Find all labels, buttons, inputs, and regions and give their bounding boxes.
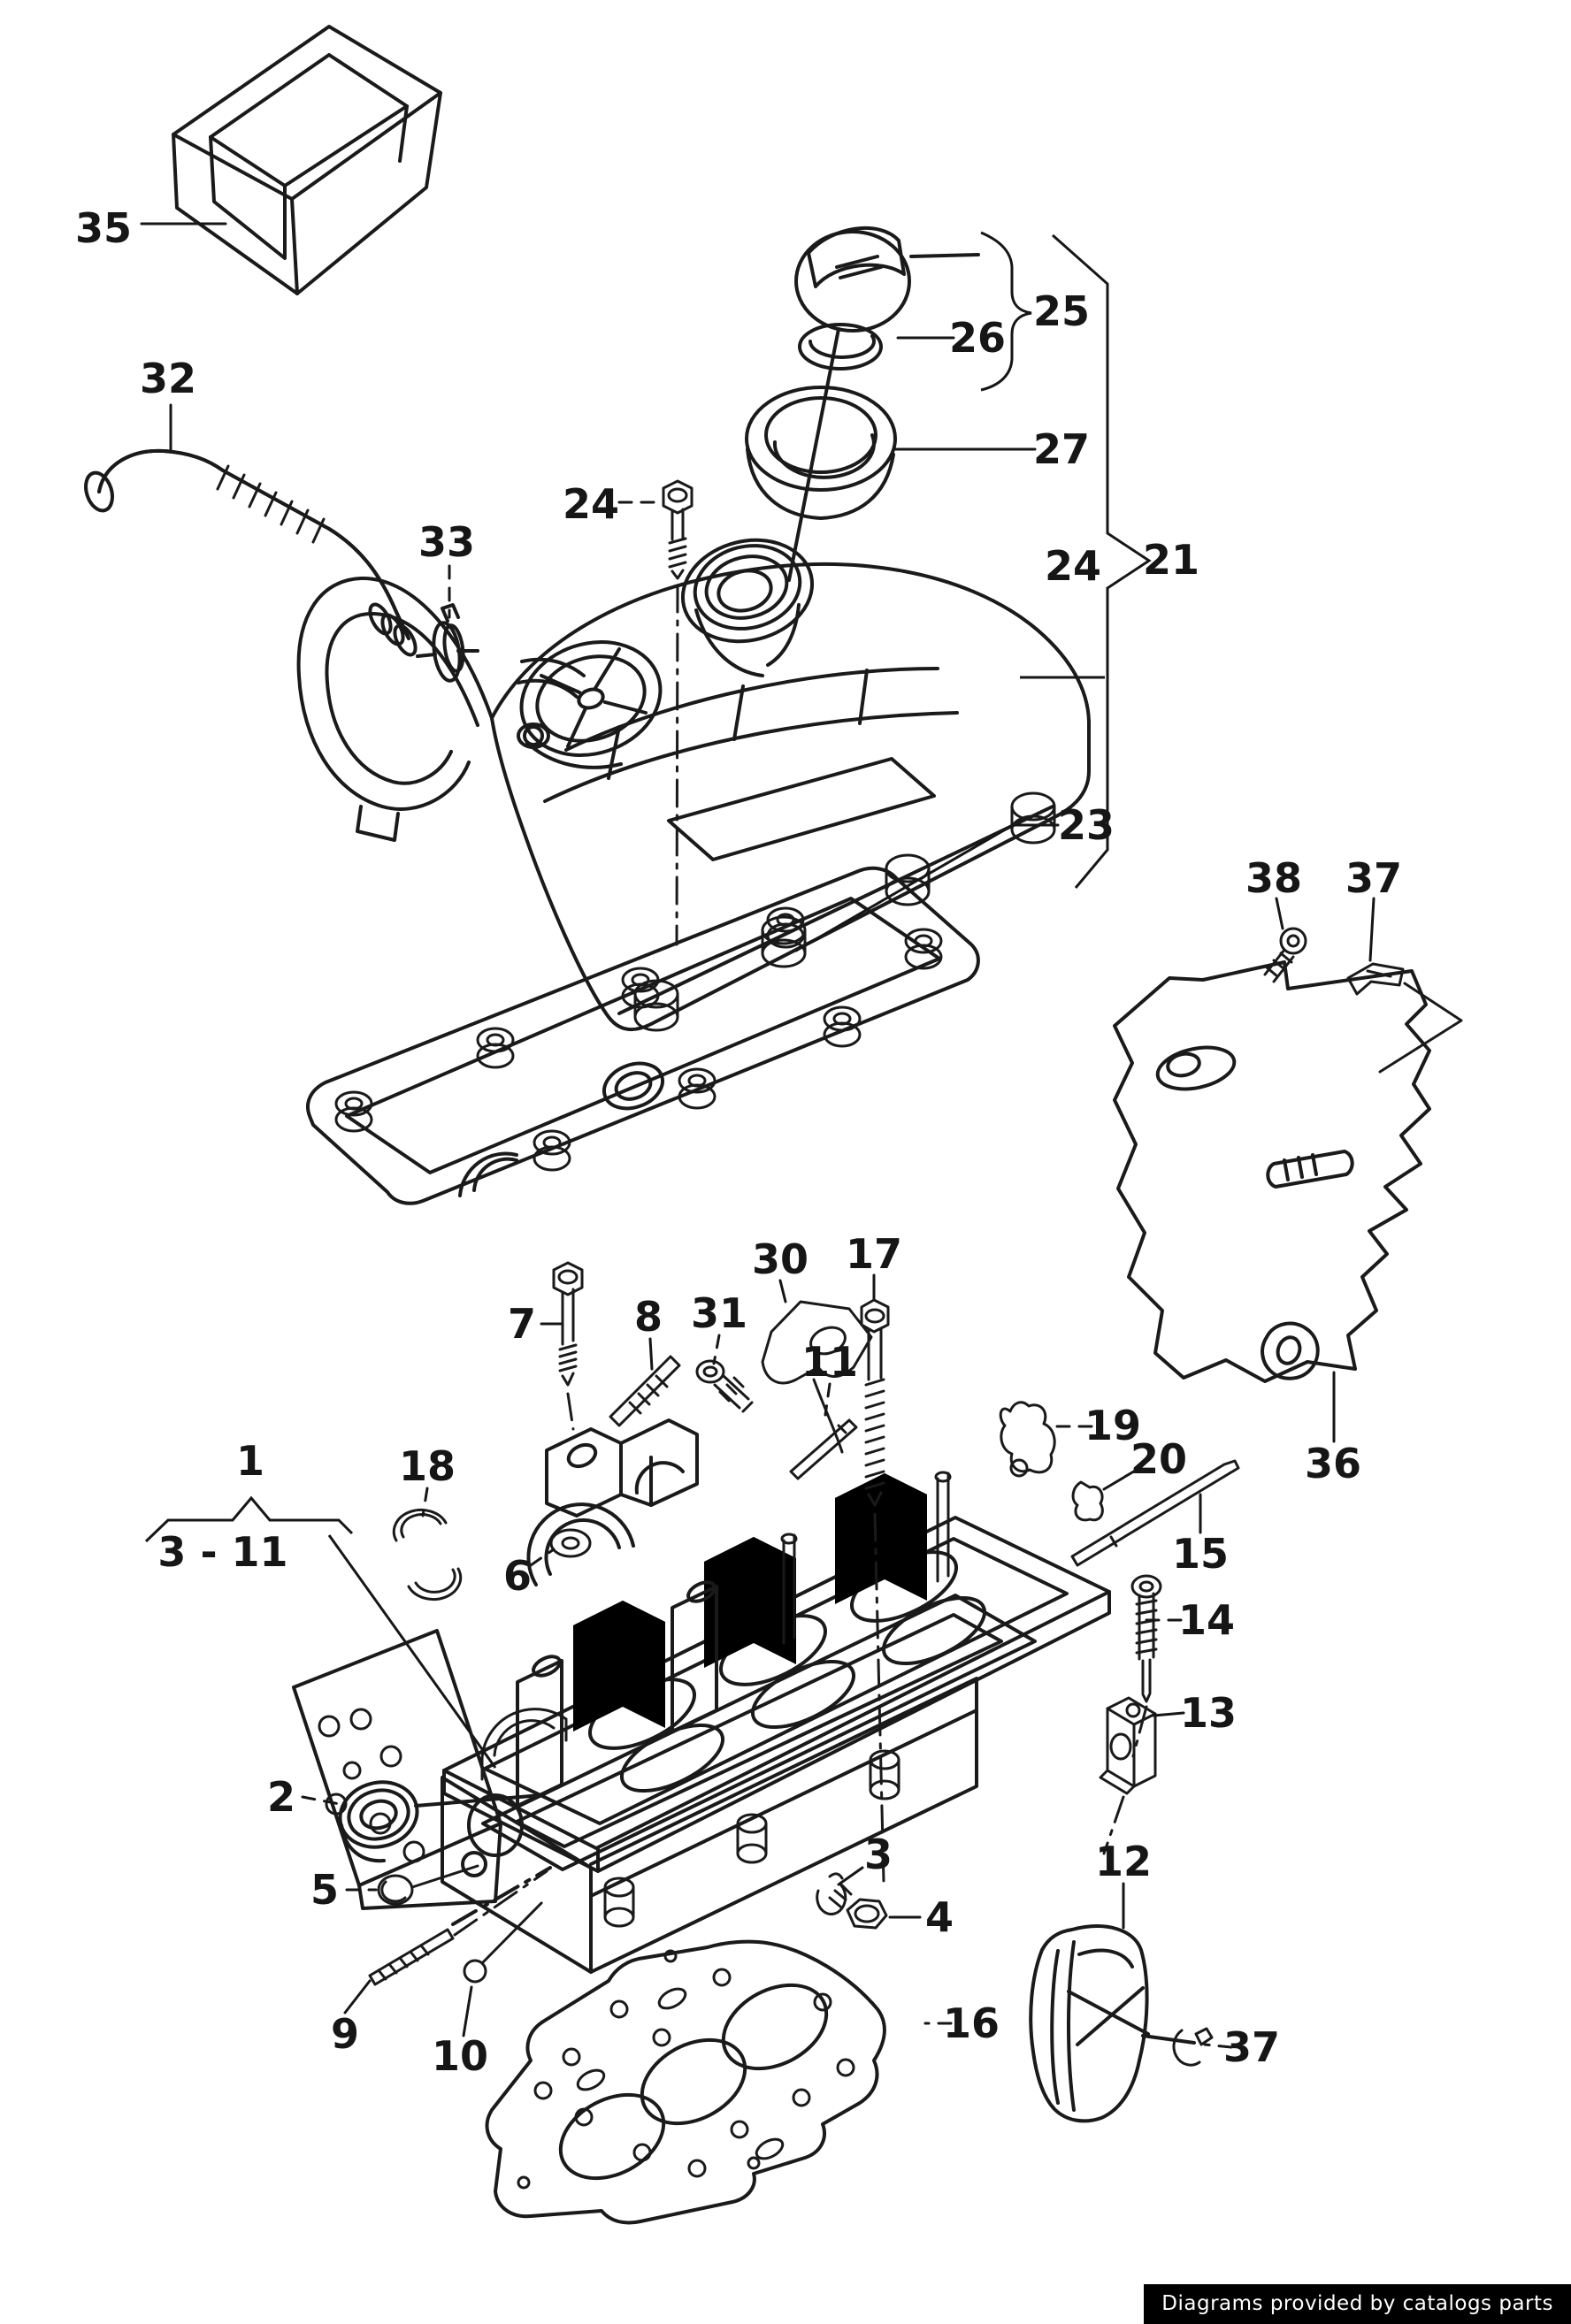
head-bolt-17 [860,1298,890,1884]
rear-cover-plate [1113,960,1431,1383]
rod-15 [1070,1459,1240,1567]
plate-screw [1263,927,1307,983]
sealing-cap-20 [1071,1480,1104,1522]
screw-14 [1130,1574,1162,1758]
washer-3 [816,1872,847,1915]
callout-c2: 2 [267,1773,295,1821]
callout-c16: 16 [943,1999,1000,2047]
head-gasket [485,1939,886,2225]
callout-c10: 10 [432,2032,488,2080]
callout-c36: 36 [1305,1440,1361,1487]
leader-c23 [794,823,1060,952]
ball-10 [463,1901,543,1984]
seal-washer-6 [549,1528,592,1558]
callout-c21: 21 [1143,536,1199,584]
dowel-pin-11 [789,1418,858,1480]
breather-hose [84,448,418,657]
callout-c17: 17 [846,1230,902,1278]
callout-c7: 7 [508,1300,536,1348]
bracket-30 [761,1300,873,1454]
callout-c5: 5 [310,1866,339,1914]
oil-filler-cap [787,226,980,582]
sealing-plug [377,1864,479,1906]
cover-gasket [306,866,980,1205]
callout-c35: 35 [75,204,132,252]
leader-c11 [824,1382,831,1417]
leader-c37b [1203,2043,1233,2049]
bearing-saddle [526,1418,699,1586]
insulation-tray [172,25,442,295]
retaining-clip-bottom [1172,2027,1214,2067]
cylinder-head [292,1580,1037,1974]
small-cover-12 [1029,1924,1196,2123]
callout-c27: 27 [1033,425,1090,473]
callout-c12: 12 [1095,1838,1152,1885]
cover-bolt [662,479,694,946]
hose-clamp [416,603,479,683]
callout-c23: 23 [1058,801,1115,849]
leader-c20 [1102,1468,1138,1491]
group-bracket-21 [1020,233,1152,889]
bolt-4 [828,1884,888,1930]
callout-c33: 33 [418,518,475,566]
callout-c26: 26 [949,314,1006,362]
callout-c19: 19 [1084,1402,1141,1449]
leader-c38 [1275,897,1284,930]
leader-c2 [301,1795,341,1806]
callout-c1: 1 [236,1437,264,1485]
callout-c8: 8 [634,1293,663,1341]
callout-c14: 14 [1178,1596,1235,1644]
callout-c20: 20 [1130,1435,1187,1483]
leader-c18 [421,1487,429,1517]
callout-c38: 38 [1245,854,1302,902]
callout-c4: 4 [925,1893,954,1941]
callout-c31: 31 [691,1289,747,1337]
callout-c9: 9 [331,2010,359,2058]
callout-c3: 3 [864,1831,893,1878]
carrier-bolt-7 [552,1261,584,1431]
leader-c6 [529,1548,556,1567]
callout-c25: 25 [1033,287,1090,335]
watermark-banner: Diagrams provided by catalogs parts [1144,2284,1571,2324]
leader-c31 [712,1334,721,1365]
stud-8 [609,1355,681,1427]
leader-c37a [1368,897,1376,962]
leader-c3 [837,1866,864,1886]
callout-c13: 13 [1180,1689,1237,1737]
callout-c24a: 24 [563,480,619,528]
support-block-13 [1099,1696,1157,1855]
callout-c30: 30 [752,1235,808,1283]
leader-c9 [343,1979,372,2014]
leader-c30 [778,1279,787,1303]
leader-c13 [1152,1711,1185,1717]
bearing-shell-18 [392,1508,463,1602]
screw-31 [695,1359,754,1413]
callout-c15: 15 [1172,1530,1229,1578]
callout-c11: 11 [801,1338,858,1386]
sealing-cap-19 [999,1401,1056,1478]
camshaft-carrier [442,1471,1111,1873]
stud-9 [368,1869,548,1986]
group-brace-25 [980,231,1032,392]
callout-c37b: 37 [1223,2023,1280,2071]
camshaft-seal [338,1780,543,1863]
retaining-clip-top [1346,962,1463,1074]
leader-c10 [462,1985,473,2037]
callout-c32: 32 [140,355,196,402]
filler-seal-ring [745,386,897,520]
callout-c6: 6 [503,1552,532,1600]
callout-c18: 18 [399,1442,456,1490]
callout-c24b: 24 [1045,542,1101,590]
leader-c8 [648,1337,654,1371]
callout-c37a: 37 [1345,854,1402,902]
valve-cover [296,538,1091,1032]
callout-r311: 3 - 11 [157,1528,287,1576]
